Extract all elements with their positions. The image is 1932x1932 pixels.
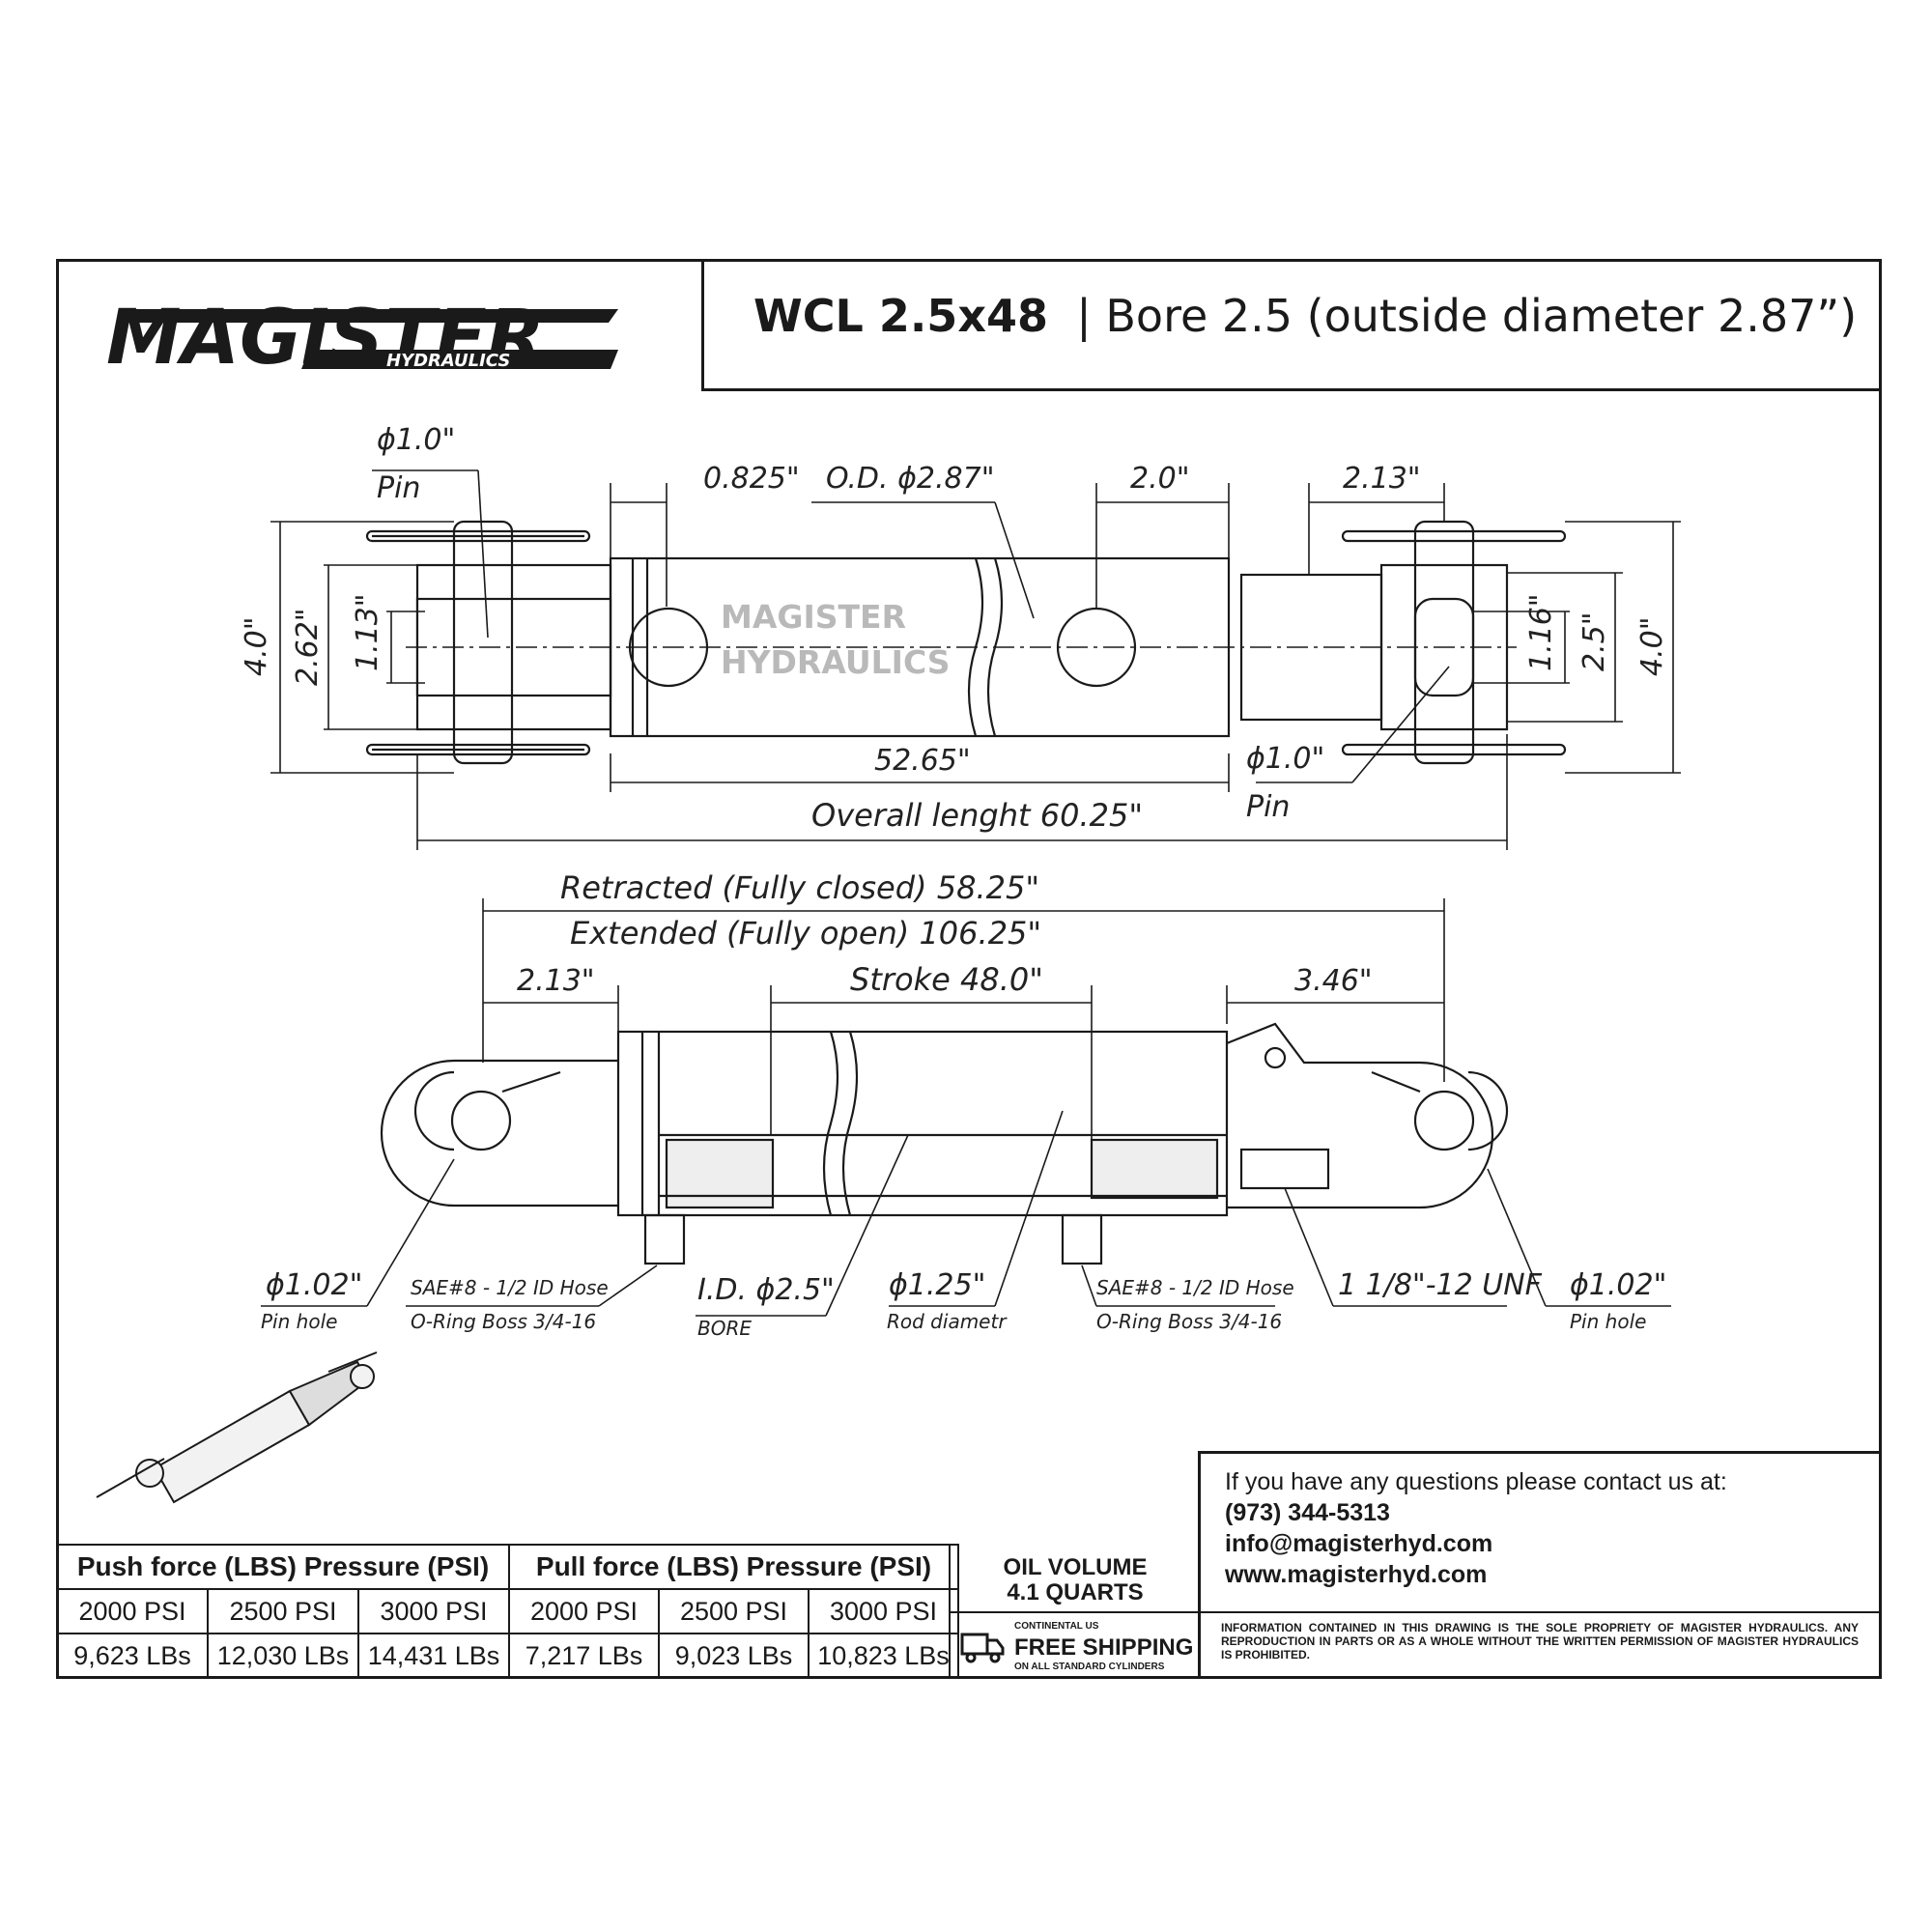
left-eye xyxy=(380,1059,618,1208)
legal-notice: INFORMATION CONTAINED IN THIS DRAWING IS… xyxy=(1221,1621,1859,1662)
rod-dia: ϕ1.25" xyxy=(889,1268,985,1302)
oil-volume: OIL VOLUME 4.1 QUARTS xyxy=(949,1544,1200,1611)
bore-label: BORE xyxy=(697,1317,752,1340)
force-cell: 14,431 LBs xyxy=(357,1633,510,1679)
right-port xyxy=(1061,1213,1103,1265)
right-eye xyxy=(1226,1022,1494,1209)
header-divider-horizontal xyxy=(701,388,1882,391)
right-pin-hole xyxy=(1413,1090,1475,1151)
overall-length: Overall lenght 60.25" xyxy=(811,797,1143,834)
watermark-line1: MAGISTER xyxy=(721,598,906,636)
shipping-main-text: FREE SHIPPING xyxy=(1014,1634,1194,1661)
contact-info: If you have any questions please contact… xyxy=(1225,1466,1727,1590)
dim-40-left: 4.0" xyxy=(240,616,273,676)
dim-113: 1.13" xyxy=(351,593,384,671)
right-pin xyxy=(1413,520,1475,765)
port-left-line2: O-Ring Boss 3/4-16 xyxy=(411,1310,596,1333)
dim-116: 1.16" xyxy=(1524,593,1558,671)
dim-5265: 52.65" xyxy=(874,744,971,778)
thread-spec: 1 1/8"-12 UNF xyxy=(1338,1268,1543,1302)
pin-right-label: Pin xyxy=(1246,790,1290,824)
pin-right-dia: ϕ1.0" xyxy=(1246,742,1324,776)
dim-0825: 0.825" xyxy=(703,462,800,496)
pressure-cell: 2000 PSI xyxy=(508,1588,660,1634)
logo-sub-text: HYDRAULICS xyxy=(386,351,510,371)
model-name: WCL 2.5x48 xyxy=(753,290,1048,342)
pressure-cell: 2500 PSI xyxy=(658,1588,810,1634)
retracted-length: Retracted (Fully closed) 58.25" xyxy=(560,869,1039,906)
port-left-line1: SAE#8 - 1/2 ID Hose xyxy=(411,1276,609,1299)
header-divider-vertical xyxy=(701,259,704,390)
dim-od: O.D. ϕ2.87" xyxy=(826,462,995,496)
extended-length: Extended (Fully open) 106.25" xyxy=(570,915,1041,952)
pull-header: Pull force (LBS) Pressure (PSI) xyxy=(508,1544,959,1590)
contact-email[interactable]: info@magisterhyd.com xyxy=(1225,1530,1493,1557)
company-logo: MAGISTER HYDRAULICS xyxy=(97,290,638,382)
push-header: Push force (LBS) Pressure (PSI) xyxy=(56,1544,510,1590)
dim-346: 3.46" xyxy=(1294,964,1373,998)
free-shipping-badge: CONTINENTAL US FREE SHIPPING ON ALL STAN… xyxy=(949,1611,1200,1679)
force-cell: 12,030 LBs xyxy=(207,1633,359,1679)
cylinder-perspective-illustration xyxy=(96,1351,378,1504)
pin-left-dia: ϕ1.0" xyxy=(377,423,455,457)
dim-40-right: 4.0" xyxy=(1635,616,1669,676)
port-right-line2: O-Ring Boss 3/4-16 xyxy=(1096,1310,1282,1333)
contact-box xyxy=(1198,1451,1882,1679)
bore-spec: | Bore 2.5 (outside diameter 2.87”) xyxy=(1076,290,1858,342)
left-pin-hole xyxy=(450,1090,512,1151)
dim-213-side: 2.13" xyxy=(517,964,595,998)
pin-left-label: Pin xyxy=(377,471,420,505)
pin-hole-right-dia: ϕ1.02" xyxy=(1570,1268,1666,1302)
legal-divider xyxy=(1198,1611,1882,1613)
contact-intro: If you have any questions please contact… xyxy=(1225,1468,1727,1495)
drawing-frame xyxy=(56,259,1882,1679)
page-title: WCL 2.5x48 | Bore 2.5 (outside diameter … xyxy=(753,290,1857,342)
force-cell: 9,623 LBs xyxy=(56,1633,209,1679)
port-right-line1: SAE#8 - 1/2 ID Hose xyxy=(1096,1276,1294,1299)
pressure-cell: 3000 PSI xyxy=(357,1588,510,1634)
shipping-bottom-text: ON ALL STANDARD CYLINDERS xyxy=(1014,1662,1165,1672)
contact-website[interactable]: www.magisterhyd.com xyxy=(1225,1561,1488,1588)
pressure-cell: 2500 PSI xyxy=(207,1588,359,1634)
force-cell: 7,217 LBs xyxy=(508,1633,660,1679)
bore-dia: I.D. ϕ2.5" xyxy=(697,1273,835,1307)
rod-label: Rod diametr xyxy=(887,1310,1008,1333)
dim-20: 2.0" xyxy=(1130,462,1190,496)
stroke-length: Stroke 48.0" xyxy=(850,961,1043,998)
truck-icon xyxy=(960,1633,1005,1663)
force-cell: 9,023 LBs xyxy=(658,1633,810,1679)
watermark-line2: HYDRAULICS xyxy=(721,643,951,681)
oil-volume-label: OIL VOLUME xyxy=(1003,1554,1148,1580)
shipping-top-text: CONTINENTAL US xyxy=(1014,1621,1099,1632)
pressure-cell: 3000 PSI xyxy=(808,1588,959,1634)
contact-phone[interactable]: (973) 344-5313 xyxy=(1225,1499,1390,1526)
pin-hole-left-dia: ϕ1.02" xyxy=(266,1268,362,1302)
oil-volume-value: 4.1 QUARTS xyxy=(1007,1579,1144,1605)
pin-hole-right-label: Pin hole xyxy=(1570,1310,1646,1333)
dim-213-top: 2.13" xyxy=(1343,462,1421,496)
dim-262: 2.62" xyxy=(291,608,325,686)
pressure-cell: 2000 PSI xyxy=(56,1588,209,1634)
left-port xyxy=(643,1213,686,1265)
force-cell: 10,823 LBs xyxy=(808,1633,959,1679)
dim-25: 2.5" xyxy=(1577,611,1611,671)
barrel-side-view xyxy=(616,1030,1229,1217)
pin-hole-left-label: Pin hole xyxy=(261,1310,337,1333)
force-table: Push force (LBS) Pressure (PSI) Pull for… xyxy=(56,1544,959,1679)
left-pin xyxy=(452,520,514,765)
